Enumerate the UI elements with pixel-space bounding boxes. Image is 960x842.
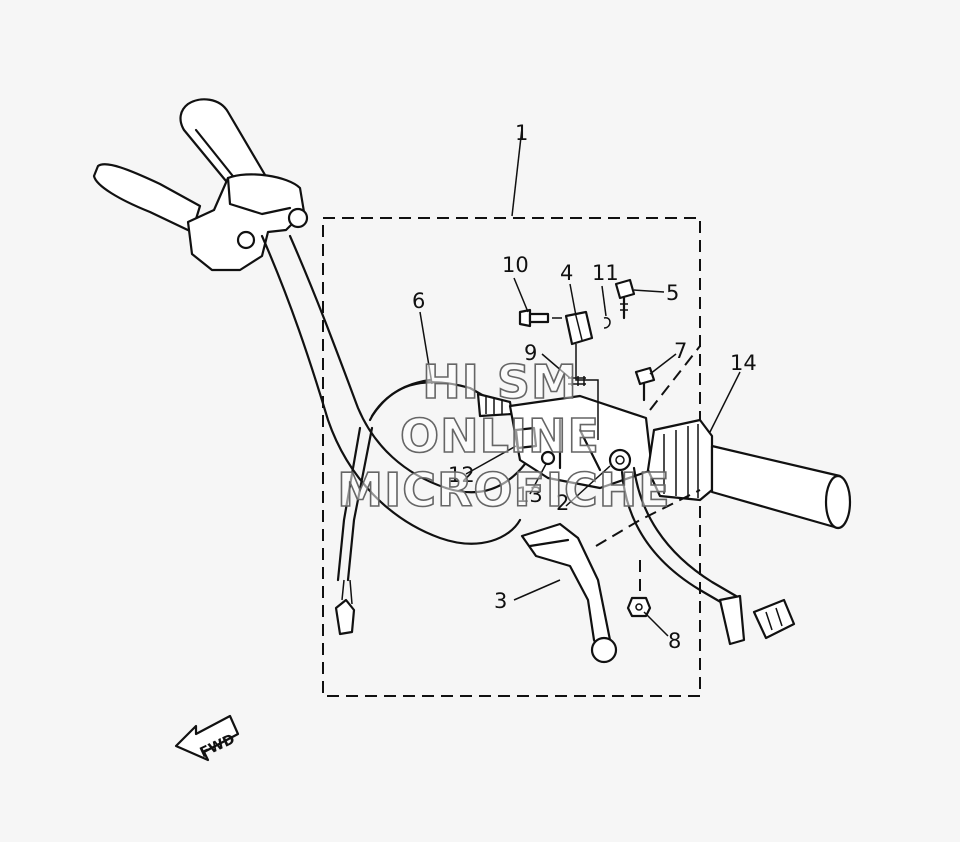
left-handlebar-assembly [92, 98, 309, 272]
spring-9 [568, 376, 586, 386]
assembly-boundary [322, 217, 701, 697]
pivot-2 [608, 448, 632, 472]
screw-5 [614, 278, 636, 320]
callout-14: 14 [730, 351, 757, 375]
callout-leaders [419, 127, 741, 637]
callout-12: 12 [448, 463, 475, 487]
callout-4: 4 [560, 261, 573, 285]
callout-6: 6 [412, 289, 425, 313]
right-switch-wire [620, 466, 796, 646]
cable-6 [370, 381, 514, 418]
callout-13: 13 [516, 483, 543, 507]
watermark-line-1: HI SM [422, 355, 578, 409]
watermark: HI SM ONLINE MICROFICHE [336, 354, 670, 518]
callout-1: 1 [515, 121, 528, 145]
parts-12-13 [514, 426, 556, 466]
clip-11 [603, 317, 611, 329]
callout-7: 7 [674, 339, 687, 363]
dashed-leaders [595, 345, 701, 596]
callout-labels: 1 2 3 4 5 6 7 8 9 10 11 12 13 14 [412, 121, 757, 653]
callout-2: 2 [556, 491, 569, 515]
callout-10: 10 [502, 253, 529, 277]
nut-8 [626, 596, 652, 618]
callout-3: 3 [494, 589, 507, 613]
bolt-10 [518, 308, 562, 328]
callout-8: 8 [668, 629, 681, 653]
lever-3 [520, 522, 618, 664]
callout-11: 11 [592, 261, 619, 285]
switch-wire [334, 426, 374, 636]
screw-7 [634, 366, 656, 402]
callout-9: 9 [524, 341, 537, 365]
fwd-arrow: FWD [174, 714, 240, 761]
callout-5: 5 [666, 281, 679, 305]
watermark-line-3: MICROFICHE [337, 463, 670, 517]
watermark-line-2: ONLINE [400, 409, 600, 463]
clamp-4 [564, 310, 599, 440]
